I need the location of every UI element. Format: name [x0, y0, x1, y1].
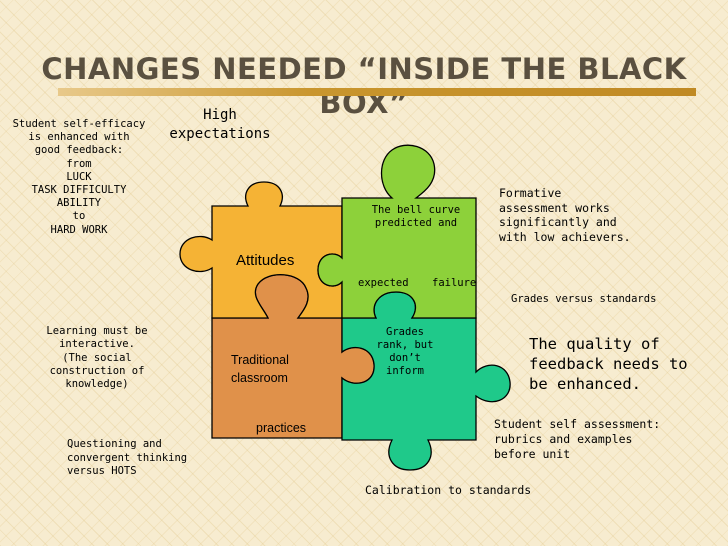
self-assessment-line: rubrics and examples: [494, 432, 633, 446]
formative-note: Formative assessment works significantly…: [499, 186, 631, 244]
formative-line: significantly and: [499, 215, 617, 229]
grades-line: Grades: [386, 326, 424, 338]
questioning-line: Questioning and: [67, 438, 162, 450]
classroom-text: Traditional classroom: [231, 351, 289, 387]
grades-line: don’t: [389, 352, 421, 364]
title-underline-bar: [58, 88, 696, 96]
learning-note: Learning must be interactive. (The socia…: [22, 325, 172, 391]
grades-standards-note: Grades versus standards: [511, 293, 657, 305]
self-efficacy-line: HARD WORK: [50, 223, 108, 236]
learning-line: (The social: [62, 351, 132, 364]
self-efficacy-note: Student self-efficacy is enhanced with g…: [4, 118, 154, 237]
high-expectations-line: expectations: [169, 126, 271, 142]
puzzle-piece-formative: [317, 144, 477, 319]
calibration-note: Calibration to standards: [365, 483, 532, 497]
puzzle-piece-grades: [341, 291, 511, 471]
grades-line: inform: [386, 365, 424, 377]
self-assessment-line: Student self assessment:: [494, 417, 661, 431]
grades-line: rank, but: [376, 339, 434, 351]
self-efficacy-line: ABILITY: [56, 197, 102, 210]
self-efficacy-line: is enhanced with: [28, 131, 130, 144]
self-efficacy-line: to: [72, 210, 86, 223]
high-expectations-line: High: [203, 107, 237, 123]
self-assessment-line: before unit: [494, 447, 571, 461]
quality-line: feedback needs to: [529, 355, 688, 373]
formative-line: with low achievers.: [499, 229, 631, 244]
formative-line: Formative: [499, 186, 562, 200]
self-efficacy-line: from: [66, 157, 92, 170]
bell-curve-text: The bell curve predicted and: [364, 204, 468, 230]
bell-curve-line: predicted and: [374, 217, 458, 229]
failure-label: failure: [432, 277, 477, 289]
questioning-line: versus HOTS: [67, 465, 137, 477]
self-efficacy-line: Student self-efficacy: [12, 118, 146, 130]
expected-label: expected: [358, 277, 409, 289]
self-efficacy-line: LUCK: [66, 170, 92, 183]
self-efficacy-line: good feedback:: [34, 144, 124, 157]
learning-line: knowledge): [65, 378, 129, 391]
puzzle-piece-attitudes: [179, 181, 343, 319]
practices-label: practices: [256, 421, 307, 435]
quality-line: The quality of: [529, 335, 660, 353]
learning-line: Learning must be: [46, 325, 148, 337]
learning-line: construction of: [49, 364, 145, 377]
grades-text: Grades rank, but don’t inform: [370, 326, 440, 378]
self-assessment-note: Student self assessment: rubrics and exa…: [494, 417, 660, 462]
classroom-line: classroom: [231, 371, 288, 385]
quality-note: The quality of feedback needs to be enha…: [529, 334, 688, 394]
formative-line: assessment works: [499, 200, 610, 215]
bell-curve-line: The bell curve: [371, 204, 461, 216]
attitudes-label: Attitudes: [236, 252, 295, 269]
learning-line: interactive.: [59, 338, 135, 351]
questioning-line: convergent thinking: [67, 451, 188, 464]
classroom-line: Traditional: [231, 353, 289, 367]
questioning-note: Questioning and convergent thinking vers…: [67, 438, 187, 479]
quality-line: be enhanced.: [529, 375, 641, 393]
self-efficacy-line: TASK DIFFICULTY: [31, 184, 127, 197]
high-expectations-note: High expectations: [160, 106, 280, 144]
